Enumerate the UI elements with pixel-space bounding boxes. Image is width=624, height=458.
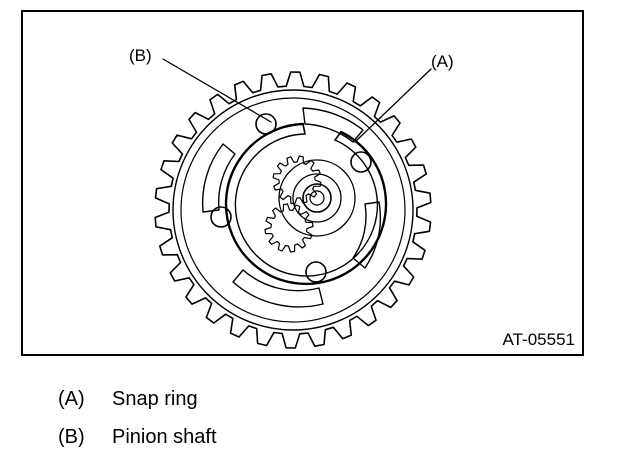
legend-key: (B) <box>58 426 85 448</box>
legend-text: Snap ring <box>112 388 198 410</box>
planetary-carrier-illustration <box>154 58 432 349</box>
pinion-shaft-boss <box>350 151 372 173</box>
carrier-slot <box>352 201 382 269</box>
carrier-slot <box>302 107 364 143</box>
snap-ring <box>224 122 388 286</box>
carrier-plate-edge <box>180 97 406 323</box>
leader-line-b <box>162 58 272 123</box>
sun-gear-hub <box>278 159 356 237</box>
pinion-shaft-boss <box>210 206 232 228</box>
figure-frame: (B) (A) AT-05551 <box>21 10 584 356</box>
figure-code: AT-05551 <box>502 330 575 349</box>
legend-item: (A) Snap ring <box>58 389 198 409</box>
legend-item: (B) Pinion shaft <box>58 427 217 447</box>
leader-line-a <box>354 68 432 143</box>
callout-a: (A) <box>431 52 454 71</box>
ring-gear-outer-teeth <box>154 71 432 349</box>
legend-text: Pinion shaft <box>112 426 217 448</box>
callout-b: (B) <box>129 46 152 65</box>
pinion-gear <box>272 155 322 205</box>
pinion-shaft-boss <box>305 261 327 283</box>
pinion-gear <box>264 203 314 253</box>
carrier-slot <box>201 143 236 213</box>
ring-gear-inner-edge <box>172 89 414 331</box>
hub-bore <box>302 183 332 213</box>
legend-key: (A) <box>58 388 85 410</box>
carrier-slot <box>232 269 324 308</box>
